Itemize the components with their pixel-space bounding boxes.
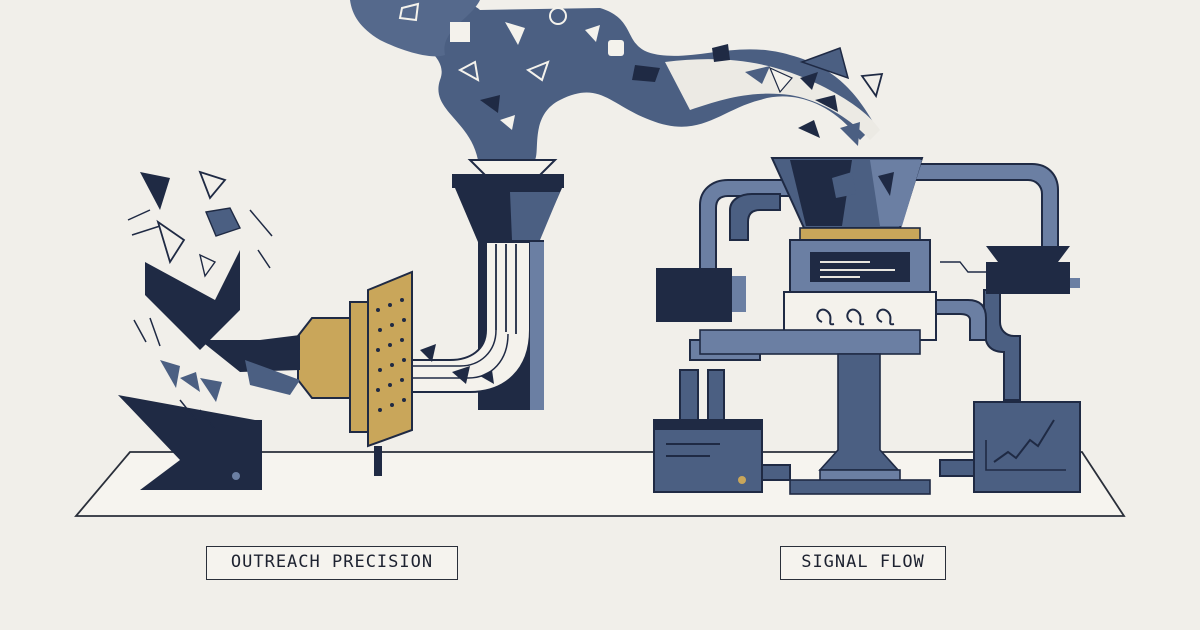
left-hopper xyxy=(399,159,564,410)
right-cup xyxy=(940,246,1080,294)
right-chart-box xyxy=(973,401,1081,493)
right-hopper xyxy=(770,157,924,229)
smoke-cloud xyxy=(350,0,884,161)
left-monitor-box xyxy=(656,268,746,322)
left-feeder xyxy=(118,170,300,490)
left-data-box xyxy=(653,419,763,493)
gold-crusher xyxy=(297,270,413,476)
central-press xyxy=(699,227,937,495)
outreach-precision-label: OUTREACH PRECISION xyxy=(206,546,458,580)
signal-flow-label: SIGNAL FLOW xyxy=(780,546,946,580)
